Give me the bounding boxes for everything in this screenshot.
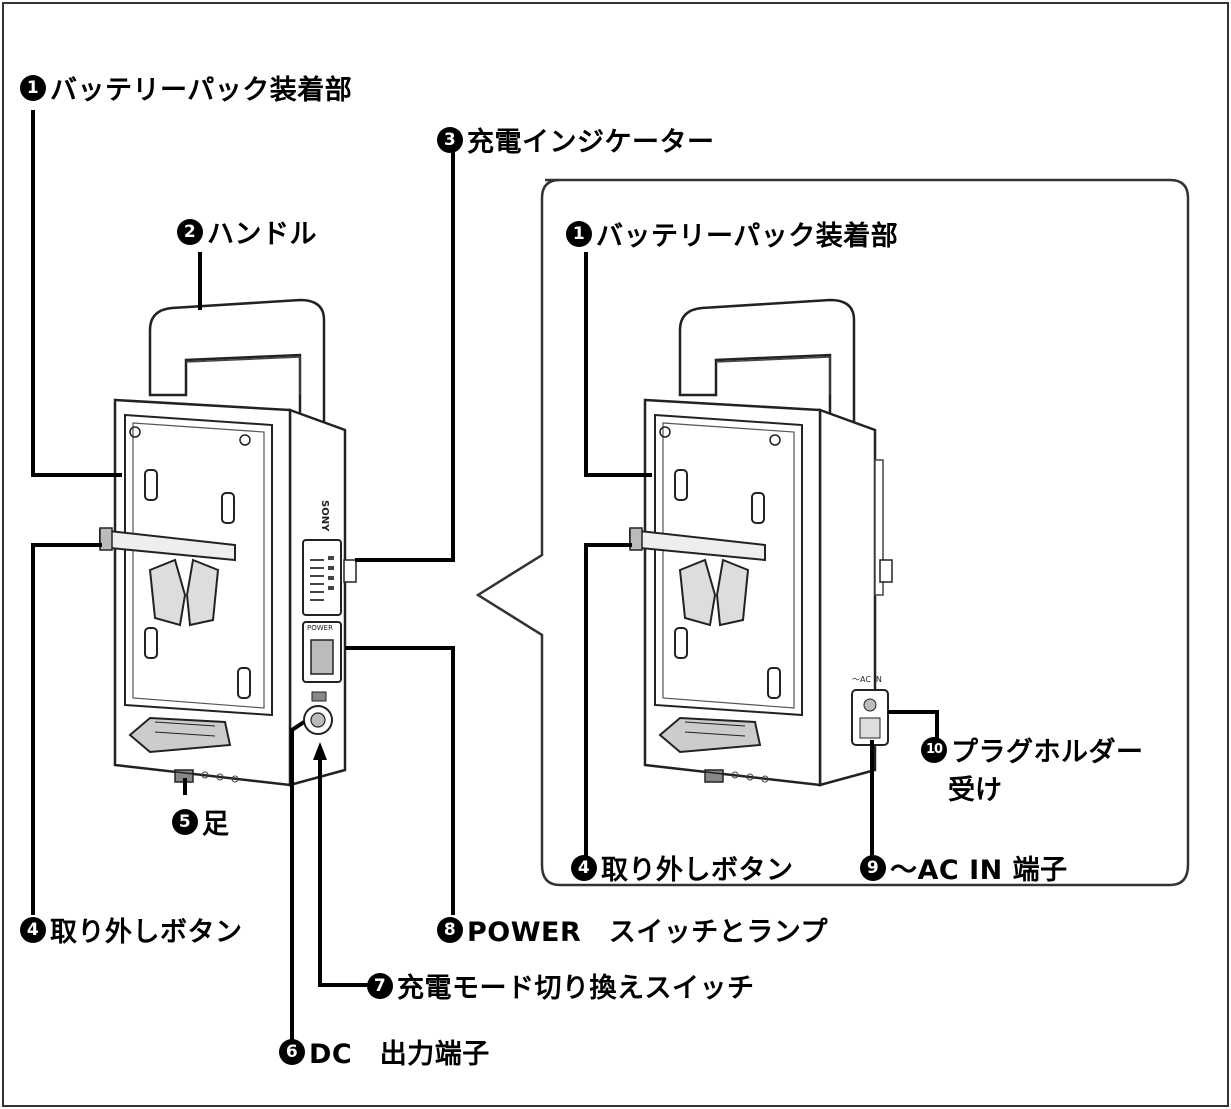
callout-number-8: 8 — [437, 916, 463, 943]
callout-text: DC 出力端子 — [309, 1039, 490, 1070]
callout-number-7: 7 — [367, 972, 393, 999]
device-brand-text: SONY — [319, 500, 330, 532]
callout-number-4: 4 — [571, 854, 597, 881]
callout-text: 足 — [202, 809, 230, 840]
leader-main-6 — [290, 720, 306, 1055]
callout-text: 取り外しボタン — [50, 917, 243, 948]
arrow-head — [313, 742, 327, 760]
callout-inset-9: 9〜AC IN 端子 — [860, 848, 1068, 887]
callout-number-5: 5 — [172, 808, 198, 835]
leader-main-3 — [355, 152, 455, 562]
callout-number-1: 1 — [20, 74, 46, 101]
callout-number-9: 9 — [860, 854, 886, 881]
leader-main-7 — [318, 755, 370, 987]
main-device-drawing: SONY POWER — [98, 298, 357, 787]
leader-inset-10 — [888, 710, 939, 740]
callout-text: 充電モード切り換えスイッチ — [397, 973, 755, 1004]
inset-ac-text: ～AC IN — [852, 675, 882, 684]
device-power-text: POWER — [307, 624, 333, 632]
callout-number-2: 2 — [177, 218, 203, 245]
callout-number-3: 3 — [437, 126, 463, 153]
main-leader-lines — [31, 110, 455, 1055]
callout-inset-10-line2: 受け — [948, 775, 1002, 806]
leader-main-1 — [31, 110, 122, 477]
leader-main-8 — [345, 646, 455, 915]
callout-text: バッテリーパック装着部 — [596, 221, 899, 252]
callout-number-4: 4 — [20, 916, 46, 943]
callout-text: POWER スイッチとランプ — [467, 917, 828, 948]
callout-number-1: 1 — [566, 220, 592, 247]
callout-text: ハンドル — [207, 219, 317, 250]
leader-inset-4 — [584, 543, 632, 860]
callout-number-10: 10 — [921, 736, 947, 763]
callout-number-6: 6 — [279, 1038, 305, 1065]
leader-inset-1 — [584, 252, 652, 477]
callout-text: 取り外しボタン — [601, 855, 794, 886]
leader-main-4 — [31, 543, 102, 915]
callout-text: 〜AC IN 端子 — [890, 855, 1068, 886]
callout-text: 充電インジケーター — [467, 127, 715, 158]
callout-text: プラグホルダー — [951, 737, 1144, 768]
callout-text: バッテリーパック装着部 — [50, 75, 353, 106]
inset-leader-lines — [584, 252, 939, 860]
inset-device-drawing: ～AC IN — [628, 298, 893, 787]
